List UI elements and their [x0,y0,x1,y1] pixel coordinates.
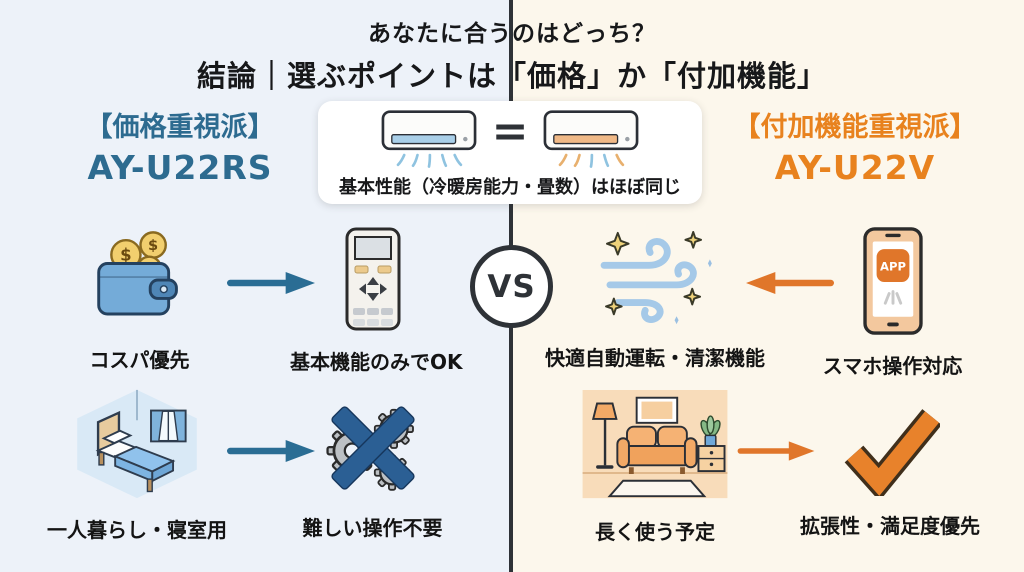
air-conditioner-comparison-row: = [380,109,641,171]
air-conditioner-blue-icon [381,110,476,168]
right-row1-result-label: 快適自動運転・清潔機能 [545,346,765,370]
right-row1-item: APP スマホ操作対応 [820,226,965,379]
equals-sign: = [491,106,529,157]
left-row2-result: 難しい操作不要 [300,398,445,541]
orange-checkmark-icon [844,409,942,502]
app-label: APP [880,259,906,273]
smartphone-app-icon: APP [862,227,923,335]
right-row2-result: 拡張性・満足度優先 [800,404,980,539]
left-row1-result-label: 基本機能のみでOK [290,350,463,374]
left-row1-item: $ $ コスパ優先 [72,230,207,373]
blue-right-arrow2-icon [227,440,315,462]
wallet-coins-icon: $ $ [96,231,178,316]
living-room-icon [582,390,728,499]
remote-control-icon [345,227,400,331]
left-heading-tag: 【価格重視派】 [85,112,275,143]
right-model-name: AY-U22V [774,148,936,187]
orange-left-arrow-icon [746,272,834,294]
title-question: あなたに合うのはどっち？ [368,21,656,47]
vs-badge: VS [470,245,553,328]
left-side-heading: 【価格重視派】 AY-U22RS [30,110,330,190]
no-complex-settings-icon [325,406,415,491]
basic-performance-text: 基本性能（冷暖房能力・畳数）はほぼ同じ [339,177,681,198]
page-title: あなたに合うのはどっち？ 結論｜選ぶポイントは「価格」か「付加機能」 [0,14,1024,95]
svg-text:$: $ [120,246,131,265]
right-row2-result-label: 拡張性・満足度優先 [800,514,980,538]
right-row2-item: 長く使う予定 [560,390,750,545]
right-heading-tag: 【付加機能重視派】 [733,112,977,143]
title-conclusion: 結論｜選ぶポイントは「価格」か「付加機能」 [196,59,827,93]
right-row1-result: 快適自動運転・清潔機能 [540,230,770,371]
left-row2-item: 一人暮らし・寝室用 [42,388,232,543]
basic-performance-card: = 基本性能（冷暖房能力・畳数）はほぼ同じ [318,101,702,204]
clean-airflow-icon [600,230,712,325]
right-side-heading: 【付加機能重視派】 AY-U22V [705,110,1005,190]
blue-right-arrow-icon [227,272,315,294]
left-row1-result: 基本機能のみでOK [290,226,463,375]
left-row2-result-label: 難しい操作不要 [302,516,443,540]
left-model-name: AY-U22RS [87,148,273,187]
svg-text:$: $ [148,237,158,254]
bedroom-icon [77,389,197,499]
air-conditioner-orange-icon [544,110,639,168]
left-row1-item-label: コスパ優先 [89,348,190,372]
left-row2-item-label: 一人暮らし・寝室用 [47,518,227,542]
orange-right-arrow-icon [737,441,815,461]
right-row1-item-label: スマホ操作対応 [822,354,963,378]
right-row2-item-label: 長く使う予定 [595,520,715,544]
